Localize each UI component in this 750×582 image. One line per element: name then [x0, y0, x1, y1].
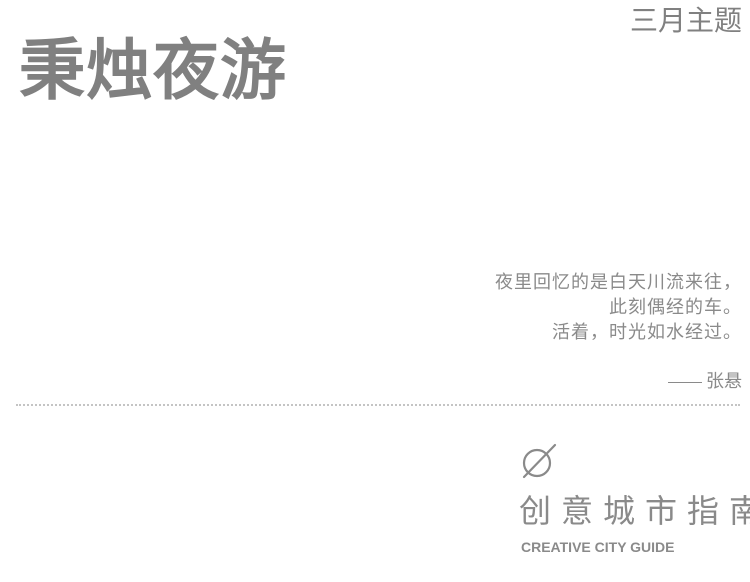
brand-name-english: CREATIVE CITY GUIDE: [521, 539, 675, 555]
theme-label: 三月主题: [629, 4, 742, 37]
poem-line-1: 夜里回忆的是白天川流来往，: [495, 272, 742, 293]
page-title: 秉烛夜游: [19, 32, 287, 110]
poem-line-2: 此刻偶经的车。: [609, 297, 742, 318]
attribution-dash: [668, 381, 702, 383]
poem-quote: 夜里回忆的是白天川流来往， 此刻偶经的车。 活着，时光如水经过。: [495, 270, 742, 345]
empty-set-icon: [522, 443, 557, 479]
brand-name-chinese: 创意城市指南: [519, 492, 750, 530]
poem-attribution: 张悬: [668, 370, 742, 394]
poem-author: 张悬: [706, 371, 742, 392]
dotted-divider: [16, 404, 740, 406]
poem-line-3: 活着，时光如水经过。: [552, 322, 742, 343]
